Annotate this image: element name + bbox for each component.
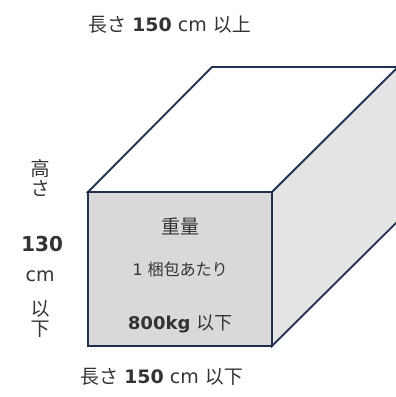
bottom-length-unit: cm [169,366,199,388]
weight-subtitle: 1 梱包あたり [132,260,228,279]
height-char-4: 下 [30,317,50,340]
top-length-prefix: 長さ [88,14,127,36]
weight-title: 重量 [160,216,199,238]
height-char-1: 高 [30,158,50,180]
height-char-3: 以 [30,298,50,320]
bottom-length-suffix: 以下 [204,366,243,388]
top-length-label: 長さ 150 cm 以上 [88,16,251,35]
weight-value-suffix: 以下 [196,313,233,334]
weight-limit: 800kg 以下 [88,315,272,333]
bottom-length-value: 150 [124,366,164,388]
weight-value: 800kg [127,313,191,334]
top-length-unit: cm [177,14,207,36]
top-length-suffix: 以上 [212,14,251,36]
height-unit: cm [25,264,55,286]
bottom-length-label: 長さ 150 cm 以下 [80,368,243,387]
height-value: 130 [21,232,63,256]
height-char-2: さ [30,177,50,200]
box-front-face [87,191,273,347]
top-length-value: 150 [132,14,172,36]
height-label-top: 高 さ [20,158,60,200]
height-label-bottom: 以 下 [20,298,60,340]
bottom-length-prefix: 長さ [80,366,119,388]
